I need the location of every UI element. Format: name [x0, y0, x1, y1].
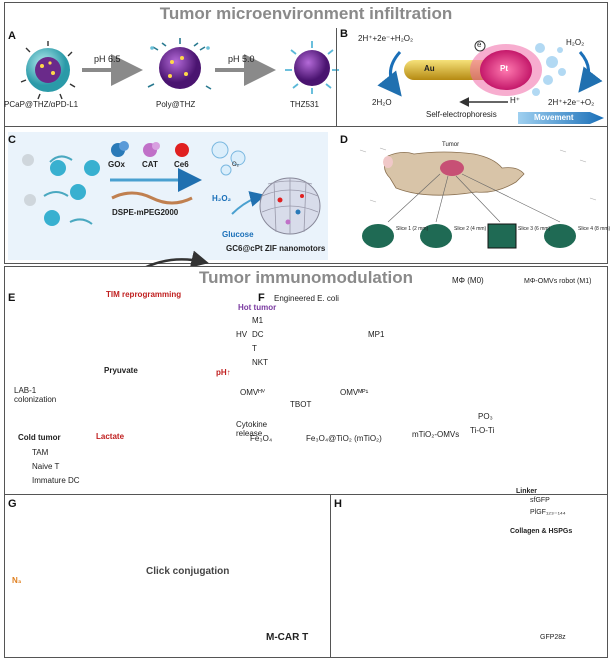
f-fe3o4-tio2: Fe₃O₄@TiO₂ (mTiO₂): [306, 434, 382, 443]
e-cold-immature-dc: Immature DC: [32, 476, 80, 485]
e-cold-naive-t: Naive T: [32, 462, 60, 471]
e-lab-colonization: LAB-1 colonization: [14, 386, 57, 404]
e-cold-tumor: Cold tumor: [18, 433, 61, 442]
g-m-car-t: M-CAR T: [266, 632, 309, 643]
panel-d-graphic: [336, 132, 604, 260]
arrow-label-ph65: pH 6.5: [94, 54, 121, 64]
e-hot-nkt: NKT: [252, 358, 268, 367]
g-n3: N₃: [12, 576, 22, 585]
b-au: Au: [424, 64, 435, 73]
d-slice-3: Slice 3 (6 mm): [518, 226, 551, 232]
panel-a-letter: A: [8, 30, 16, 42]
h-plgf: PlGF₁₂₃₋₁₄₄: [530, 509, 566, 516]
c-product: GC6@cPt ZIF nanomotors: [226, 244, 326, 253]
e-hot-m1: M1: [252, 316, 264, 325]
b-left-top: 2H⁺+2e⁻+H₂O₂: [358, 34, 414, 43]
c-reagent-gox: GOx: [108, 160, 125, 169]
e-hot-dc: DC: [252, 330, 264, 339]
h-sfgfp: sfGFP: [530, 497, 550, 504]
panel-c-letter: C: [8, 134, 16, 146]
f-ti-o-ti: Ti-O-Ti: [470, 426, 495, 435]
e-cytokine-release: Cytokine release: [236, 420, 268, 438]
b-right-top: H₂O₂: [566, 38, 585, 47]
f-tbot: TBOT: [290, 400, 312, 409]
f-engineered-ecoli: Engineered E. coli: [274, 294, 339, 303]
f-mp1: MP1: [368, 330, 385, 339]
b-electron: e: [477, 40, 482, 49]
panel-a-b-divider: [336, 28, 337, 126]
c-glucose: Glucose: [222, 230, 254, 239]
f-omv-mp1: OMVᴹᴾ¹: [340, 388, 369, 397]
label-pcap: PCaP@THZ/αPD-L1: [4, 100, 79, 109]
panel-c-frame-line: [4, 126, 608, 127]
pcap-particle: [20, 41, 76, 100]
b-pt: Pt: [500, 64, 508, 73]
panel-c-graphic: [8, 132, 328, 260]
section-immunomodulation-frame: [4, 266, 608, 658]
f-macrophage-m0: MΦ (M0): [452, 276, 484, 285]
e-hot-t: T: [252, 344, 257, 353]
b-left-bottom: 2H₂O: [372, 98, 392, 107]
e-ph: pH↑: [216, 368, 231, 377]
label-thz531: THZ531: [290, 100, 319, 109]
arrow-label-ph50: pH 5.0: [228, 54, 255, 64]
thz531-particle: [285, 41, 339, 94]
label-poly: Poly@THZ: [156, 100, 196, 109]
c-dspe: DSPE-mPEG2000: [112, 208, 179, 217]
panel-a-graphic: [20, 38, 339, 100]
f-mtio2-omvs: mTiO₂-OMVs: [412, 430, 460, 439]
e-tim-reprogramming: TIM reprogramming: [106, 290, 182, 299]
poly-particle: [147, 38, 212, 90]
f-omv-hv: OMVᴴⱽ: [240, 388, 266, 397]
panel-g-frame-line: [4, 494, 608, 495]
pt-head: [480, 50, 532, 90]
movement-arrow: [518, 112, 604, 124]
f-fe3o4: Fe₃O₄: [250, 434, 273, 443]
e-cold-tam: TAM: [32, 448, 49, 457]
h-gfp28z: GFP28z: [540, 634, 566, 641]
b-proton: H⁺: [510, 96, 520, 105]
e-pyruvate: Pryuvate: [104, 366, 138, 375]
e-hot-tumor: Hot tumor: [238, 303, 277, 312]
c-o2: O₂: [232, 162, 239, 168]
slice-4: [544, 224, 576, 248]
d-slice-2: Slice 2 (4 mm): [454, 226, 487, 232]
slice-1: [362, 224, 394, 248]
panel-d-letter: D: [340, 134, 348, 146]
panel-b-letter: B: [340, 28, 348, 40]
panel-g-letter: G: [8, 498, 17, 510]
panel-h-letter: H: [334, 498, 342, 510]
d-slice-4: Slice 4 (8 mm): [578, 226, 611, 232]
slice-3: [487, 223, 517, 249]
c-h2o2: H₂O₂: [212, 194, 232, 203]
section-title-immunomodulation: Tumor immunomodulation: [198, 268, 414, 287]
slice-2: [420, 224, 452, 248]
section-title-infiltration: Tumor microenvironment infiltration: [159, 4, 453, 23]
panel-b-graphic: [377, 40, 604, 124]
f-macrophage-m1: MΦ-OMVs robot (M1): [524, 278, 592, 285]
panel-g-h-divider: [330, 494, 331, 658]
panel-e-letter: E: [8, 292, 16, 304]
d-tumor: Tumor: [442, 142, 460, 148]
b-right-bottom: 2H⁺+2e⁻+O₂: [548, 98, 595, 107]
h-linker: Linker: [516, 488, 538, 495]
b-movement: Movement: [534, 113, 574, 122]
e-lactate: Lactate: [96, 432, 125, 441]
c-reagent-cat: CAT: [142, 160, 158, 169]
f-hv: HV: [236, 330, 248, 339]
h-collagen: Collagen & HSPGs: [510, 528, 573, 535]
panel-f-letter: F: [258, 292, 265, 304]
g-click-conjugation: Click conjugation: [146, 566, 230, 577]
d-slice-1: Slice 1 (2 mm): [396, 226, 429, 232]
c-reagent-ce6: Ce6: [174, 160, 189, 169]
b-self-electrophoresis: Self-electrophoresis: [426, 110, 497, 119]
f-po3: PO₃: [478, 412, 493, 421]
